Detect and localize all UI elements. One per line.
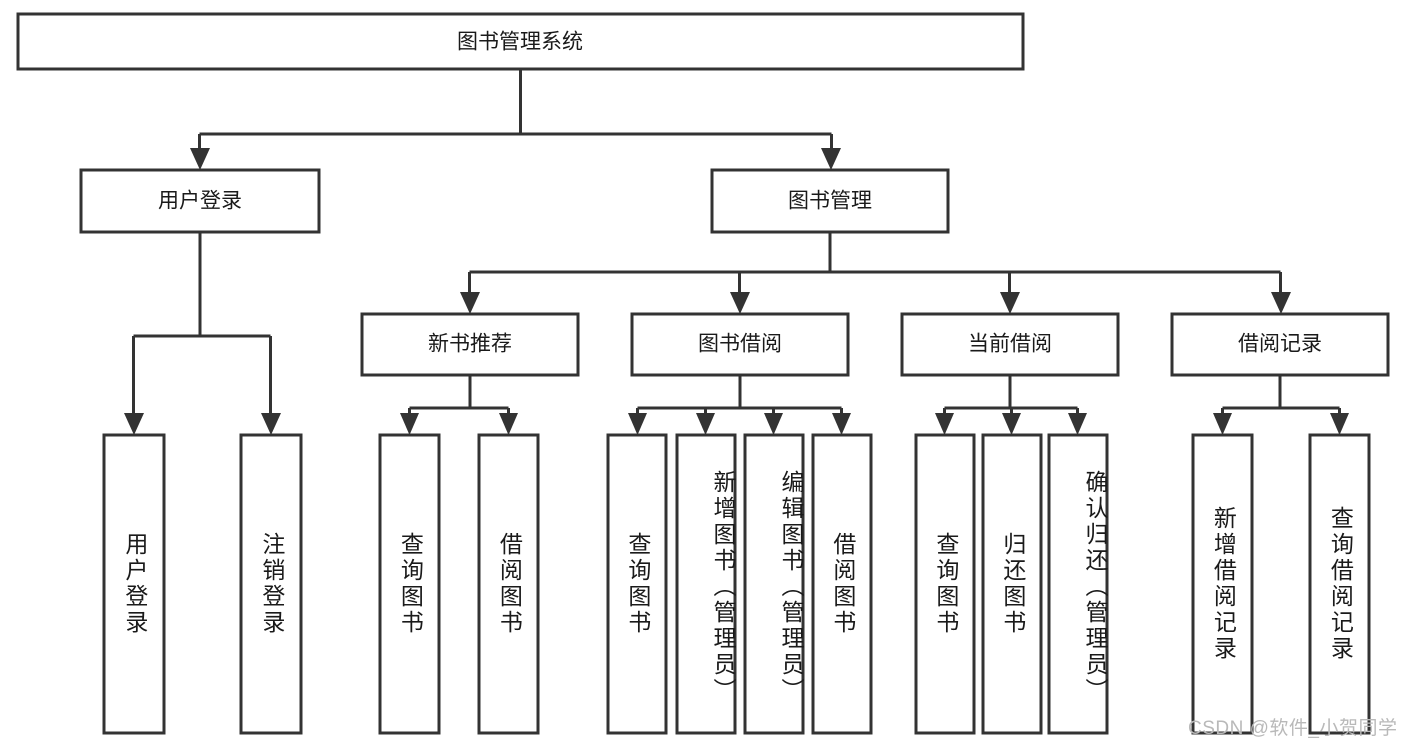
arrow-to-leaf-edit-book: [764, 413, 783, 435]
leaf-box-return-book[interactable]: [981, 433, 1043, 735]
arrow-to-leaf-user-login: [124, 413, 144, 435]
leaf-box-add-record[interactable]: [1191, 433, 1254, 735]
node-new-book-rec[interactable]: 新书推荐: [360, 312, 580, 377]
leaf-box-query-book-1[interactable]: [378, 433, 441, 735]
leaf-box-user-login[interactable]: [102, 433, 166, 735]
connector-bookborrow-bus: [636, 375, 843, 423]
node-book-manage[interactable]: 图书管理: [710, 168, 950, 234]
node-borrow-record-box[interactable]: [1170, 312, 1390, 377]
node-root[interactable]: 图书管理系统: [16, 12, 1025, 71]
node-current-borrow-box[interactable]: [900, 312, 1120, 377]
leaf-box-confirm-return[interactable]: [1047, 433, 1109, 735]
arrow-to-current-borrow: [1000, 292, 1020, 314]
arrow-to-book-manage: [821, 148, 841, 170]
arrow-to-user-login: [190, 148, 210, 170]
node-user-login-label: 用户登录: [158, 190, 242, 213]
node-root-label: 图书管理系统: [457, 31, 583, 54]
arrow-to-leaf-return-book: [1002, 413, 1021, 435]
arrow-to-leaf-borrow-book-2: [832, 413, 851, 435]
arrow-to-leaf-add-book: [696, 413, 715, 435]
arrow-to-new-book-rec: [460, 292, 480, 314]
arrow-to-borrow-record: [1271, 292, 1291, 314]
leaf-box-edit-book[interactable]: [743, 433, 805, 735]
connector-borrowrecord-bus: [1221, 375, 1341, 423]
node-book-manage-label: 图书管理: [788, 190, 872, 213]
node-root-box[interactable]: [16, 12, 1025, 71]
node-user-login-box[interactable]: [79, 168, 321, 234]
node-book-borrow-box[interactable]: [630, 312, 850, 377]
leaf-box-query-record[interactable]: [1308, 433, 1371, 735]
node-borrow-record[interactable]: 借阅记录: [1170, 312, 1390, 377]
arrow-to-leaf-logout: [261, 413, 281, 435]
arrow-to-leaf-query-book-1: [400, 413, 419, 435]
node-book-borrow-label: 图书借阅: [698, 333, 782, 356]
node-book-manage-box[interactable]: [710, 168, 950, 234]
node-current-borrow[interactable]: 当前借阅: [900, 312, 1120, 377]
leaf-box-borrow-book-2[interactable]: [811, 433, 873, 735]
connector-bookmanage-bus: [468, 232, 1282, 302]
csdn-watermark: CSDN @软件_小贺同学: [1188, 718, 1398, 739]
arrow-to-book-borrow: [730, 292, 750, 314]
arrow-to-leaf-query-book-3: [935, 413, 954, 435]
node-user-login[interactable]: 用户登录: [79, 168, 321, 234]
connector-newbook-bus: [408, 375, 510, 423]
connector-userlogin-bus: [132, 232, 272, 423]
arrowhead-layer: [124, 148, 1349, 435]
arrow-to-leaf-borrow-book-1: [499, 413, 518, 435]
arrow-to-leaf-query-book-2: [628, 413, 647, 435]
leaf-box-add-book[interactable]: [675, 433, 737, 735]
node-borrow-record-label: 借阅记录: [1238, 333, 1322, 356]
node-new-book-rec-label: 新书推荐: [428, 333, 512, 356]
node-new-book-rec-box[interactable]: [360, 312, 580, 377]
arrow-to-leaf-add-record: [1213, 413, 1232, 435]
leaf-box-layer: [102, 433, 1371, 735]
node-book-borrow[interactable]: 图书借阅: [630, 312, 850, 377]
leaf-box-logout[interactable]: [239, 433, 303, 735]
leaf-box-query-book-2[interactable]: [606, 433, 668, 735]
leaf-box-query-book-3[interactable]: [914, 433, 976, 735]
connector-layer: [132, 69, 1341, 423]
node-current-borrow-label: 当前借阅: [968, 333, 1052, 356]
leaf-box-borrow-book-1[interactable]: [477, 433, 540, 735]
connector-root-bus: [198, 69, 833, 158]
arrow-to-leaf-query-record: [1330, 413, 1349, 435]
arrow-to-leaf-confirm-return: [1068, 413, 1087, 435]
